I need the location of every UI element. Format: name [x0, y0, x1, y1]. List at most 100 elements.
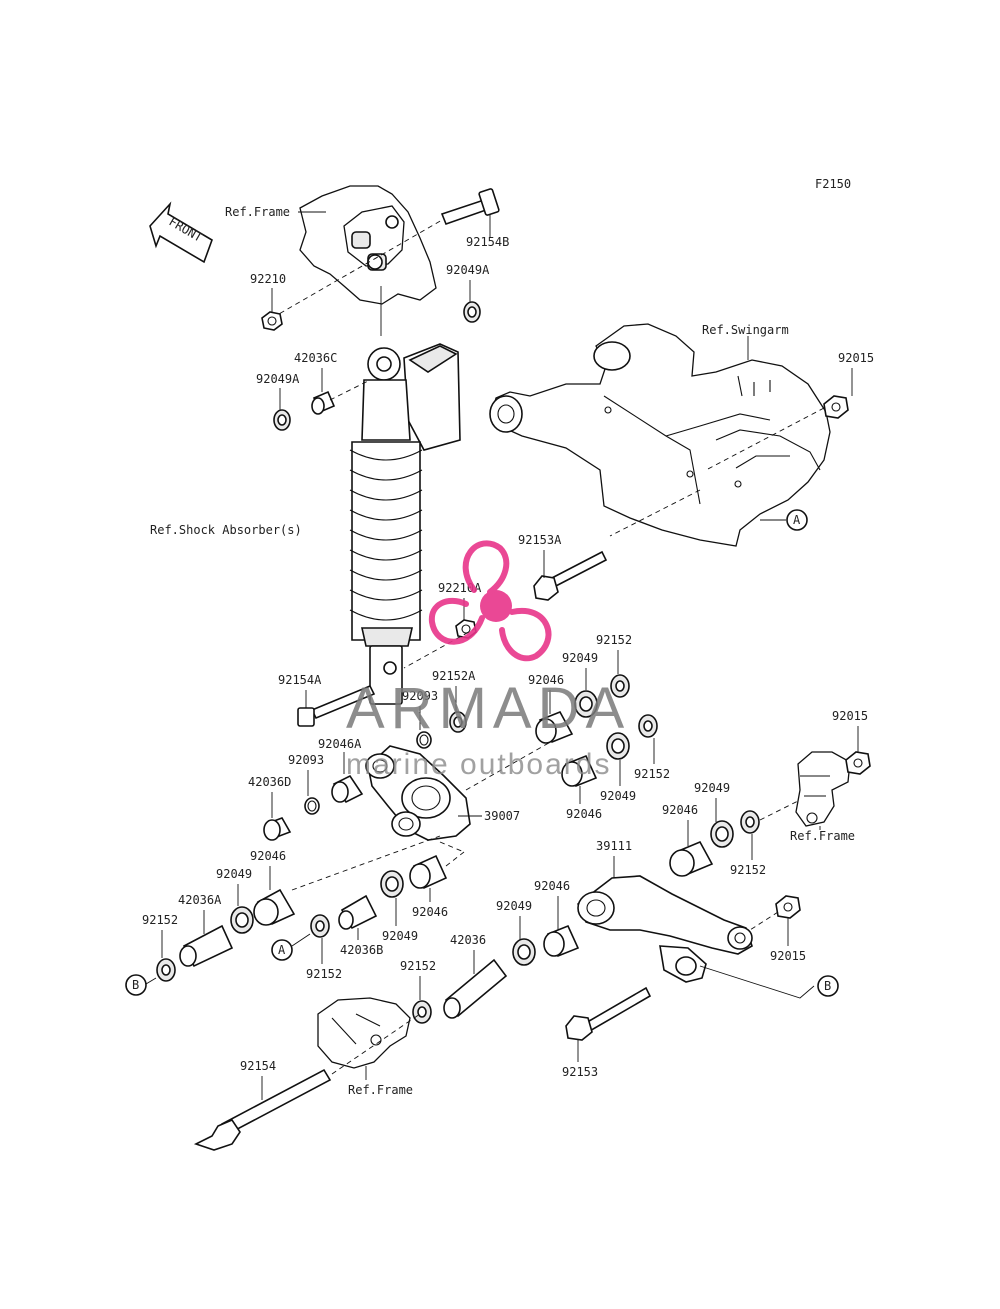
frame-bracket-right — [795, 751, 851, 827]
svg-text:A: A — [793, 513, 801, 527]
part-label-92153: 92153 — [562, 1065, 598, 1079]
part-label-92046-left: 92046 — [250, 849, 286, 863]
nut-92015-top — [823, 395, 849, 419]
part-label-92093-top: 92093 — [402, 689, 438, 703]
ref-frame-top-label: Ref.Frame — [225, 205, 290, 219]
washer-92152A — [449, 711, 467, 733]
part-label-92152-r2: 92152 — [634, 767, 670, 781]
bearing-92046-center — [535, 710, 574, 744]
bearing-92046-link — [543, 924, 580, 958]
part-label-92210: 92210 — [250, 272, 286, 286]
callout-A-lower: A — [271, 939, 293, 961]
part-label-92015-top: 92015 — [838, 351, 874, 365]
part-label-92049-low: 92049 — [382, 929, 418, 943]
seal-92049-right — [710, 820, 734, 848]
seal-92049-link — [512, 938, 536, 966]
part-label-92152-right: 92152 — [730, 863, 766, 877]
bearing-92046-right — [669, 840, 714, 877]
part-label-92049A-top: 92049A — [446, 263, 490, 277]
washer-92152-center — [610, 674, 630, 698]
part-label-92093-left: 92093 — [288, 753, 324, 767]
seal-92049-center — [574, 690, 598, 718]
washer-92152-r2 — [638, 714, 658, 738]
part-label-92153A: 92153A — [518, 533, 562, 547]
callout-B-left: B — [125, 974, 147, 996]
part-label-92049-r2: 92049 — [600, 789, 636, 803]
part-label-92015-right: 92015 — [832, 709, 868, 723]
part-label-92015-low: 92015 — [770, 949, 806, 963]
link-rod-39111 — [577, 875, 753, 983]
washer-92152-low — [412, 1000, 432, 1024]
watermark-brand: ARMADA — [346, 676, 630, 741]
bearing-92046-r2 — [561, 754, 598, 788]
part-label-92046-low: 92046 — [412, 905, 448, 919]
callout-B-right: B — [817, 975, 839, 997]
part-label-92046-right: 92046 — [662, 803, 698, 817]
washer-92152-right — [740, 810, 760, 834]
part-label-39007: 39007 — [484, 809, 520, 823]
part-label-42036: 42036 — [450, 933, 486, 947]
part-label-92049A-left: 92049A — [256, 372, 300, 386]
shock-absorber — [349, 343, 461, 705]
part-label-39111: 39111 — [596, 839, 632, 853]
frame-bracket-top — [299, 185, 437, 305]
collar-42036D — [263, 817, 292, 841]
part-label-92049-right: 92049 — [694, 781, 730, 795]
bolt-92153 — [565, 986, 652, 1041]
ref-shock-label: Ref.Shock Absorber(s) — [150, 523, 302, 537]
part-label-42036B: 42036B — [340, 943, 383, 957]
part-label-92154: 92154 — [240, 1059, 276, 1073]
part-label-92152-a: 92152 — [306, 967, 342, 981]
seal-92049-r2 — [606, 732, 630, 760]
front-arrow-icon: FRONT — [149, 201, 213, 264]
bearing-92046-left — [253, 888, 296, 926]
washer-92152-a — [310, 914, 330, 938]
rocker-arm-39007 — [365, 745, 471, 841]
part-label-92046-center: 92046 — [528, 673, 564, 687]
part-label-92049-left: 92049 — [216, 867, 252, 881]
callout-A-swingarm: A — [786, 509, 808, 531]
seal-92093-left — [304, 797, 320, 815]
part-label-42036A: 42036A — [178, 893, 222, 907]
swingarm — [489, 323, 831, 547]
ref-swingarm-label: Ref.Swingarm — [702, 323, 789, 337]
bolt-92153A — [533, 550, 608, 601]
part-label-92049-link: 92049 — [496, 899, 532, 913]
part-label-92152-left: 92152 — [142, 913, 178, 927]
bolt-92154B — [440, 188, 500, 226]
armada-logo-icon — [428, 540, 552, 662]
bolt-92154A — [297, 684, 376, 727]
part-label-92046-r2: 92046 — [566, 807, 602, 821]
frame-bracket-bottom — [317, 997, 411, 1069]
watermark-tagline: marine outboards — [346, 748, 611, 781]
part-label-92154A: 92154A — [278, 673, 322, 687]
bearing-92046A — [331, 774, 364, 804]
bearing-92046-low — [409, 854, 448, 890]
ref-frame-bottom-label: Ref.Frame — [348, 1083, 413, 1097]
axle-92154 — [193, 1068, 332, 1151]
seal-92093-top — [416, 731, 432, 749]
collar-42036B — [338, 894, 378, 930]
collar-42036 — [443, 958, 508, 1019]
seal-92049-left — [230, 906, 254, 934]
part-label-92152-low: 92152 — [400, 959, 436, 973]
part-label-42036C: 42036C — [294, 351, 337, 365]
seal-92049-low — [380, 870, 404, 898]
nut-92210 — [261, 311, 283, 331]
ref-frame-right-label: Ref.Frame — [790, 829, 855, 843]
svg-text:A: A — [278, 943, 286, 957]
part-label-92152-center: 92152 — [596, 633, 632, 647]
collar-42036C — [311, 390, 336, 415]
part-label-92154B: 92154B — [466, 235, 509, 249]
part-label-42036D: 42036D — [248, 775, 291, 789]
part-label-92046A: 92046A — [318, 737, 362, 751]
nut-92015-low — [775, 895, 801, 919]
part-label-92046-link: 92046 — [534, 879, 570, 893]
svg-text:B: B — [132, 978, 139, 992]
washer-92152-left — [156, 958, 176, 982]
washer-92049A-top — [463, 301, 481, 323]
part-label-92049-center: 92049 — [562, 651, 598, 665]
part-label-92152A: 92152A — [432, 669, 476, 683]
collar-42036A — [179, 924, 234, 968]
